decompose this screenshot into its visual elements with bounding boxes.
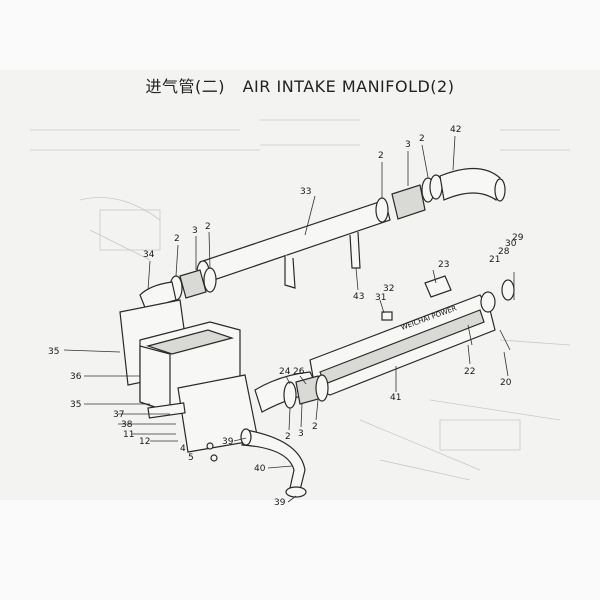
upper-intake-pipe [196, 199, 391, 289]
lower-intake-manifold: WEICHAI POWER [254, 291, 496, 413]
callout-2: 2 [205, 222, 211, 232]
callout-21: 21 [489, 255, 500, 265]
callout-40: 40 [254, 464, 266, 474]
callout-37: 37 [113, 410, 124, 420]
callout-leader-lines [63, 135, 509, 503]
callout-31: 31 [375, 293, 386, 303]
callout-3: 3 [298, 429, 304, 439]
upper-right-coupling [375, 167, 506, 223]
callout-34: 34 [143, 250, 155, 260]
callout-35: 35 [48, 347, 59, 357]
callout-23: 23 [438, 260, 449, 270]
callout-38: 38 [121, 420, 133, 430]
callout-3: 3 [405, 140, 411, 150]
diagram-sheet [0, 70, 600, 500]
callout-30: 30 [505, 239, 517, 249]
callout-29: 29 [512, 233, 524, 243]
lower-hose-assembly [240, 428, 307, 498]
intercooler-box [119, 299, 259, 453]
callout-41: 41 [390, 393, 401, 403]
callout-35: 35 [70, 400, 81, 410]
callout-4: 4 [180, 444, 186, 454]
callout-39: 39 [222, 437, 234, 447]
callout-20: 20 [500, 378, 512, 388]
callout-2: 2 [378, 151, 384, 161]
callout-28: 28 [498, 247, 510, 257]
callout-2: 2 [312, 422, 318, 432]
page-title: 进气管(二) AIR INTAKE MANIFOLD(2) [0, 73, 600, 97]
callout-24: 24 [279, 367, 291, 377]
title-english: AIR INTAKE MANIFOLD(2) [242, 77, 455, 96]
callout-3: 3 [192, 226, 198, 236]
callout-39: 39 [274, 498, 286, 508]
callout-42: 42 [450, 125, 461, 135]
callout-labels: 42 2 3 2 33 34 2 3 2 29 30 28 21 23 32 3… [48, 125, 524, 508]
callout-32: 32 [383, 284, 394, 294]
callout-11: 11 [123, 430, 134, 440]
callout-2: 2 [285, 432, 291, 442]
callout-22: 22 [464, 367, 475, 377]
callout-12: 12 [139, 437, 150, 447]
callout-36: 36 [70, 372, 82, 382]
callout-43: 43 [353, 292, 364, 302]
callout-2: 2 [419, 134, 425, 144]
callout-26: 26 [293, 367, 305, 377]
title-chinese: 进气管(二) [145, 77, 226, 96]
callout-33: 33 [300, 187, 311, 197]
small-hardware-parts [206, 272, 515, 462]
callout-2: 2 [174, 234, 180, 244]
background-ghost-lines [30, 119, 571, 481]
callout-5: 5 [188, 453, 194, 463]
